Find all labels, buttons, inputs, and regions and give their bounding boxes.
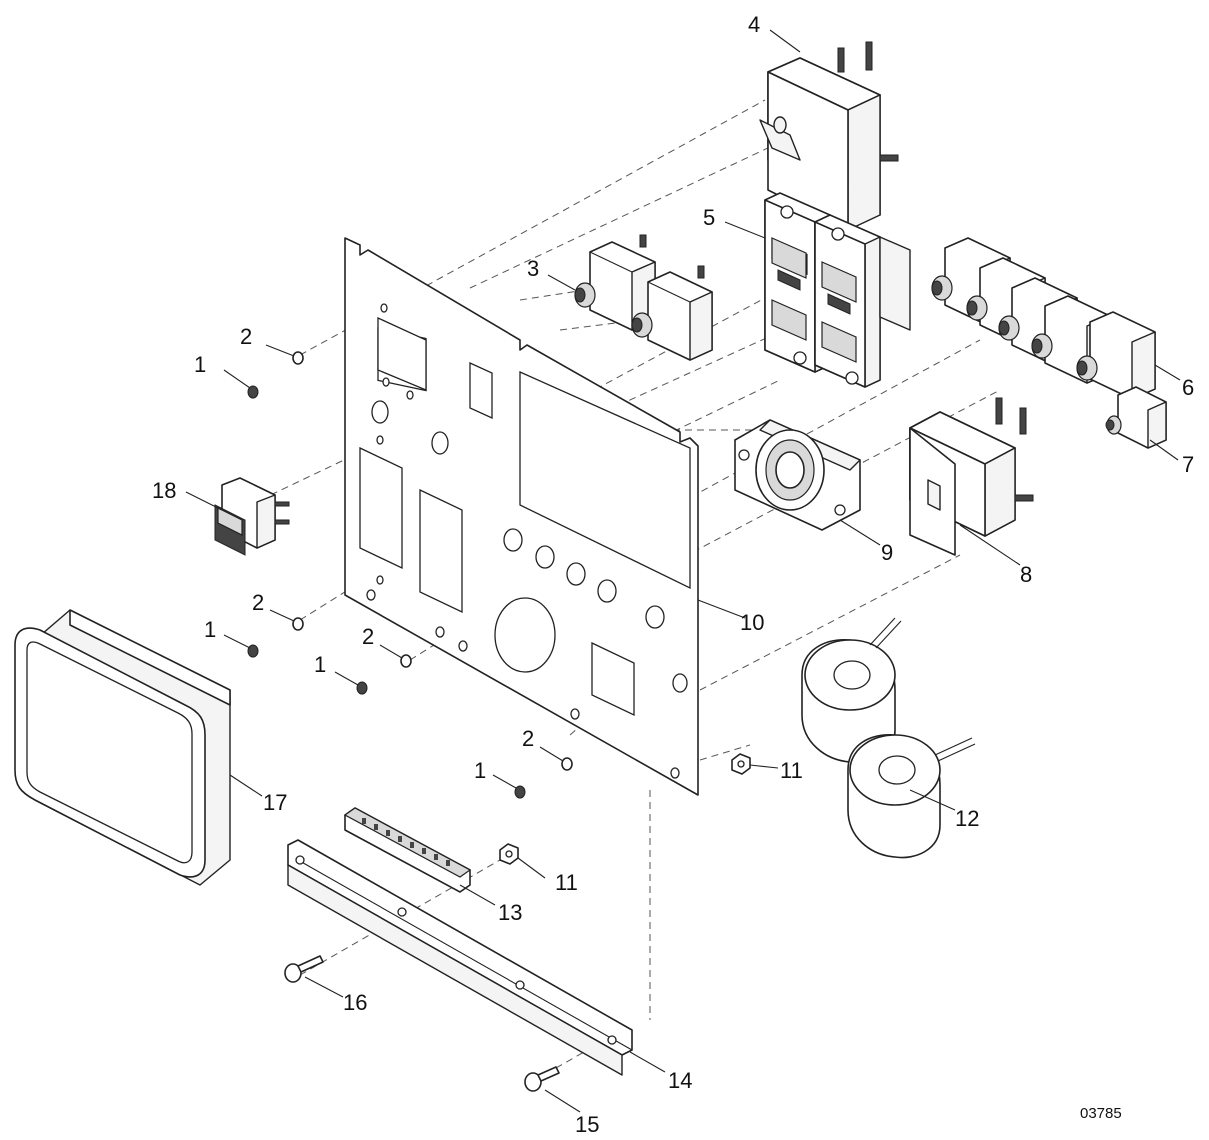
piano-hinge [287,839,633,1076]
callout-14: 14 [668,1068,692,1093]
rocker-switch [214,477,290,556]
leader-lines [185,29,1181,1113]
callout-3: 3 [527,256,539,281]
callout-9: 9 [881,540,893,565]
callout-8: 8 [1020,562,1032,587]
callout-2-top: 2 [240,324,252,349]
panel-plate [344,237,699,796]
callout-17: 17 [263,790,287,815]
callout-2-mid: 2 [362,624,374,649]
screws-and-washers [247,351,573,799]
callout-1-top: 1 [194,352,206,377]
callout-6: 6 [1182,375,1194,400]
breaker-row [931,237,1156,400]
callout-10: 10 [740,610,764,635]
callout-1-bottom: 1 [474,758,486,783]
callout-11-right: 11 [780,758,803,783]
current-transformers [801,617,976,859]
gfci-receptacle-pair [764,192,911,388]
breaker-single [1105,386,1167,449]
callout-1-mid-left: 1 [204,617,216,642]
bolts [284,955,560,1092]
callout-5: 5 [703,205,715,230]
circuit-breaker-large [759,41,899,231]
callout-13: 13 [498,900,522,925]
callout-7: 7 [1182,452,1194,477]
callout-12: 12 [955,806,979,831]
terminal-strip [343,807,472,893]
callout-4: 4 [748,12,760,37]
callouts: 1 1 1 1 2 2 2 2 3 4 5 6 7 8 9 10 11 11 1… [152,12,1194,1137]
circuit-breaker-small-pair [574,234,713,361]
callout-18: 18 [152,478,176,503]
callout-11-bottom: 11 [555,870,578,895]
nuts [499,753,751,865]
circuit-breaker-medium [909,397,1034,556]
meter-display [14,609,231,886]
callout-1-mid: 1 [314,652,326,677]
callout-2-mid-left: 2 [252,590,264,615]
callout-15: 15 [575,1112,599,1137]
twist-lock-receptacle [734,419,861,531]
drawing-number: 03785 [1080,1105,1122,1122]
callout-16: 16 [343,990,367,1015]
callout-2-bottom: 2 [522,726,534,751]
